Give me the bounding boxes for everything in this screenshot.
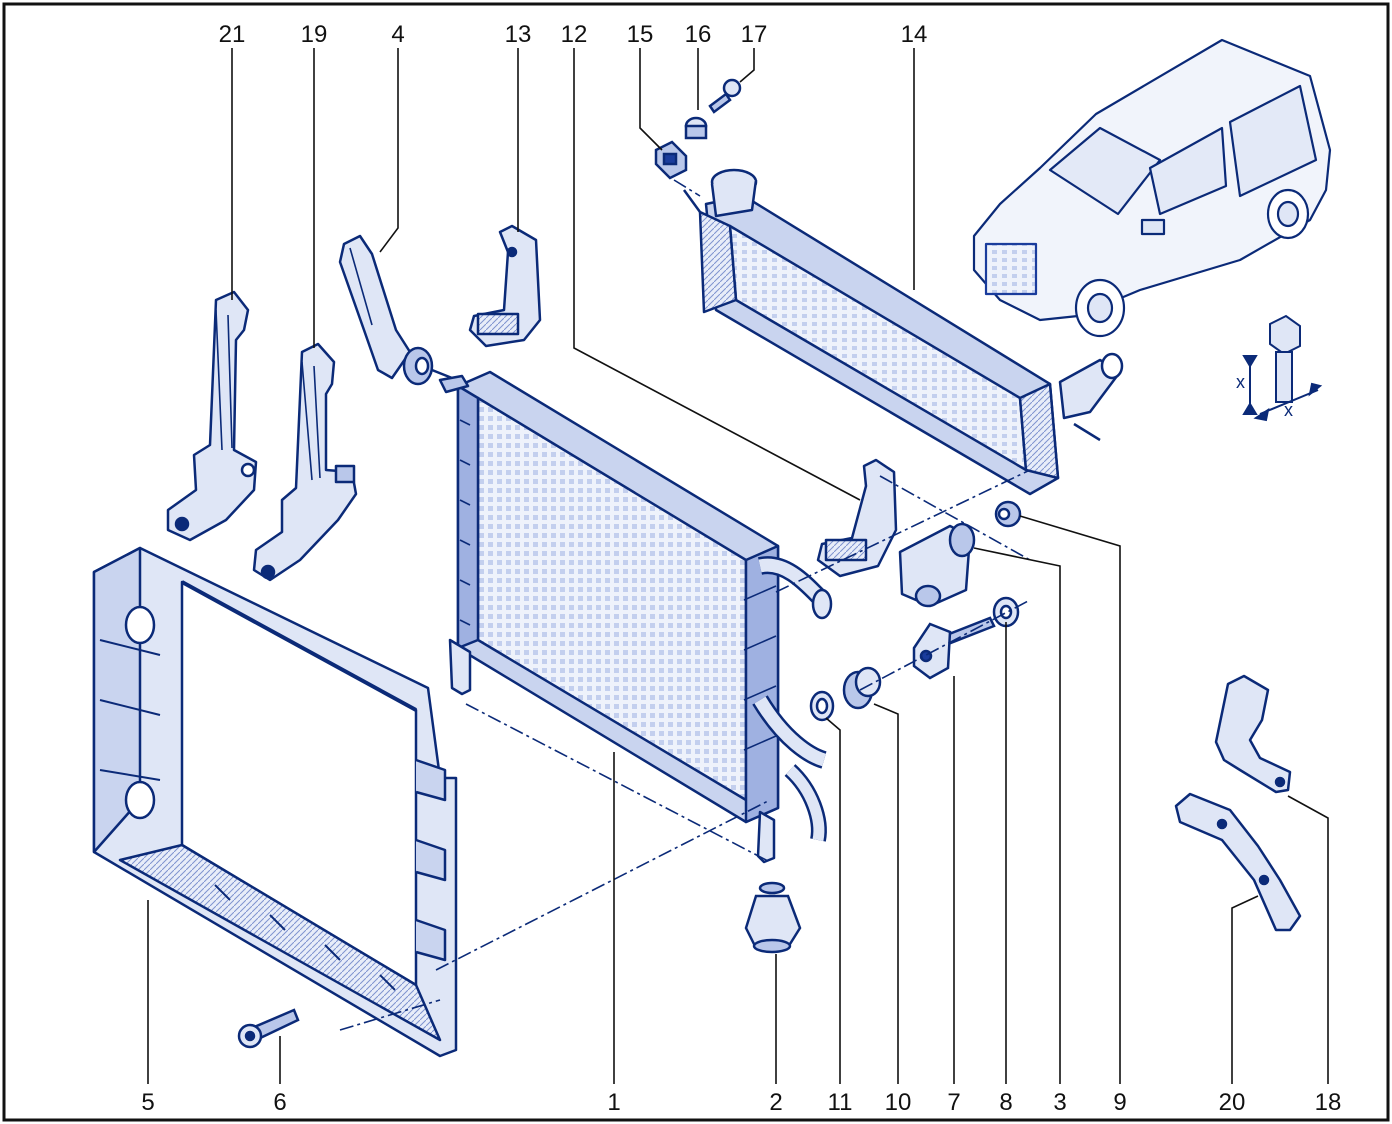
part-21-left-bracket: [166, 290, 258, 542]
part-14-intercooler: [682, 168, 1124, 496]
callout-8: 8: [999, 1089, 1012, 1116]
callout-6: 6: [273, 1089, 286, 1116]
part-2-lower-mount: [744, 881, 802, 954]
callouts-top: 21 19 4 13 12 15 16 17 14: [219, 21, 928, 48]
part-11-seal: [809, 690, 835, 722]
callout-14: 14: [901, 21, 928, 48]
callout-13: 13: [505, 21, 532, 48]
part-16-spacer: [684, 116, 708, 140]
part-12-support-bracket: [816, 458, 898, 578]
part-17-screw: [708, 78, 742, 114]
part-6-bolt: [237, 1008, 300, 1049]
part-8-washer: [992, 596, 1020, 628]
callout-4: 4: [391, 21, 404, 48]
part-15-grommet: [654, 140, 688, 180]
callout-10: 10: [885, 1089, 912, 1116]
part-1-radiator: [438, 370, 833, 864]
callout-21: 21: [219, 21, 246, 48]
part-18-bracket: [1214, 674, 1292, 794]
callout-17: 17: [741, 21, 768, 48]
callout-2: 2: [769, 1089, 782, 1116]
part-19-right-bracket: [252, 342, 358, 582]
callout-16: 16: [685, 21, 712, 48]
part-3-mount: [898, 522, 976, 608]
callout-11: 11: [828, 1089, 853, 1116]
leader-lines: [147, 48, 1329, 1084]
bolt-dimension-detail: x x: [1236, 314, 1323, 422]
callout-5: 5: [141, 1089, 154, 1116]
part-10-drain-plug: [842, 666, 882, 710]
callout-3: 3: [1053, 1089, 1066, 1116]
vehicle-illustration: [972, 38, 1332, 338]
callouts-bottom: 5 6 1 2 11 10 7 8 3 9 20 18: [141, 1089, 1341, 1116]
callout-20: 20: [1219, 1089, 1246, 1116]
part-4-upper-bracket: [338, 234, 453, 386]
part-9-bush: [994, 500, 1022, 528]
part-13-support-bracket: [468, 224, 542, 348]
callout-15: 15: [627, 21, 654, 48]
part-7-bolt-bracket: [912, 616, 996, 680]
dim-label-vertical: x: [1236, 372, 1245, 392]
callout-12: 12: [561, 21, 588, 48]
assembly-lines: [339, 179, 1031, 1031]
part-5-fan-shroud: [92, 546, 458, 1058]
callout-19: 19: [301, 21, 328, 48]
dim-label-horizontal: x: [1284, 400, 1293, 420]
callout-18: 18: [1315, 1089, 1342, 1116]
callout-1: 1: [607, 1089, 620, 1116]
part-20-bracket: [1174, 792, 1302, 932]
callout-9: 9: [1113, 1089, 1126, 1116]
callout-7: 7: [947, 1089, 960, 1116]
